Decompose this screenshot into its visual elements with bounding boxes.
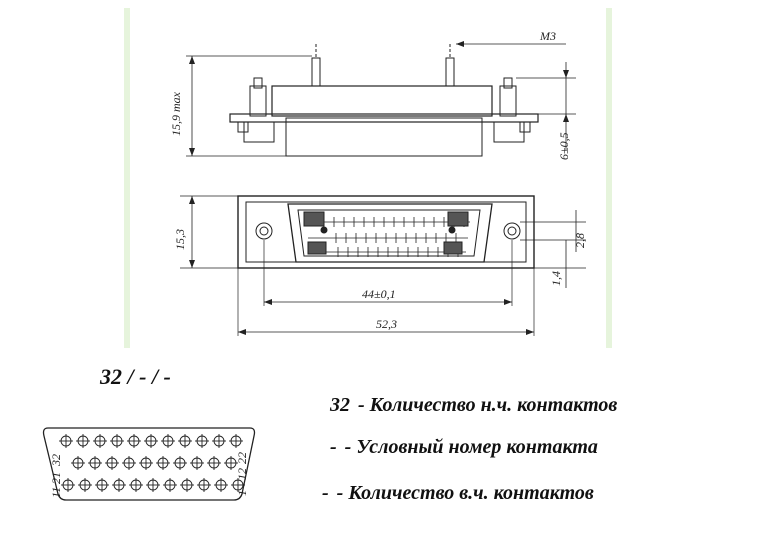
- dim-pin-length: 6±0,5: [557, 132, 571, 160]
- legend-text: - Количество в.ч. контактов: [336, 482, 594, 504]
- pinout-diagram: [42, 427, 256, 501]
- front-view: [180, 195, 586, 336]
- dim-total-length: 52,3: [376, 317, 397, 331]
- legend-code: 32: [330, 394, 350, 416]
- legend-item-lf-contacts: 32 - Количество н.ч. контактов: [330, 394, 617, 417]
- drawing-frame: [124, 8, 612, 348]
- legend-text: - Количество н.ч. контактов: [358, 394, 618, 416]
- designation-code: 32 / - / -: [100, 364, 171, 389]
- pin-label-21: 21: [49, 472, 63, 484]
- pin-label-1: 1: [235, 490, 249, 496]
- dim-hole-span: 44±0,1: [362, 287, 396, 301]
- side-view: [186, 41, 576, 157]
- legend-text: - Условный номер контакта: [344, 436, 598, 458]
- dim-m3: М3: [539, 29, 556, 43]
- legend-code: -: [322, 482, 329, 504]
- legend-item-hf-contacts: -- Количество в.ч. контактов: [322, 482, 594, 505]
- pin-label-12: 12: [235, 468, 249, 480]
- dim-height-max: 15,9 max: [169, 91, 183, 136]
- pin-label-11: 11: [49, 487, 63, 498]
- dim-body-width: 15,3: [173, 229, 187, 250]
- dim-pitch: 2,8: [573, 233, 587, 248]
- legend-code: -: [330, 436, 337, 458]
- dim-offset: 1,4: [549, 271, 563, 286]
- legend-item-contact-number: -- Условный номер контакта: [330, 436, 598, 459]
- pin-label-22: 22: [235, 452, 249, 464]
- pin-label-32: 32: [49, 454, 63, 467]
